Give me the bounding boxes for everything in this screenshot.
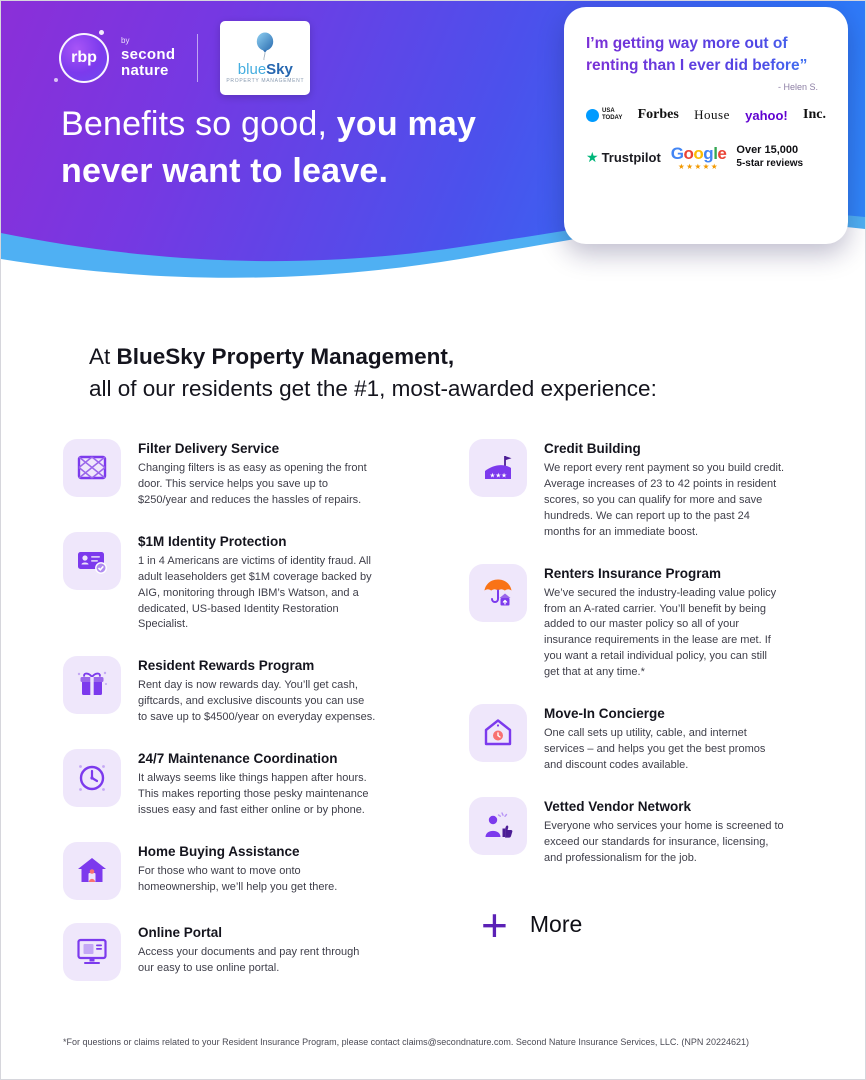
press-logos-row: USA TODAY Forbes House yahoo! Inc. [586, 107, 826, 123]
usa-today-logo: USA TODAY [586, 108, 622, 122]
heading-line2: all of our residents get the #1, most-aw… [89, 375, 657, 401]
by-label: by [121, 35, 130, 45]
forbes-logo: Forbes [637, 107, 679, 123]
benefit-title: Filter Delivery Service [138, 440, 280, 456]
benefit-description: Access your documents and pay rent throu… [138, 946, 360, 974]
monitor-icon [63, 923, 121, 981]
logo-row: rbp by second nature [54, 21, 311, 95]
bluesky-logo: blueSky PROPERTY MANAGEMENT [220, 21, 311, 95]
bluesky-wordmark: blueSky [237, 61, 293, 78]
reviews-row: ★ Trustpilot Google ★★★★★ Over 15,000 5-… [586, 144, 826, 170]
benefits-column-right: ★★★ Credit Building We report every rent… [469, 438, 785, 1004]
benefit-description: One call sets up utility, cable, and int… [544, 727, 766, 772]
testimonial-attribution: - Helen S. [777, 82, 818, 93]
benefit-title: $1M Identity Protection [138, 533, 287, 549]
yahoo-logo: yahoo! [745, 107, 788, 123]
house-person-icon [63, 842, 121, 900]
hero-header: rbp by second nature [1, 1, 865, 302]
headline-bold: you may never want to leave. [61, 105, 477, 190]
rbp-logo: rbp [54, 30, 109, 83]
benefit-description: For those who want to move onto homeowne… [138, 865, 338, 893]
benefit-vetted-vendor: Vetted Vendor Network Everyone who servi… [469, 797, 785, 867]
benefit-title: Credit Building [544, 440, 641, 456]
credit-podium-icon: ★★★ [469, 438, 527, 497]
second-nature-line1: second [121, 46, 176, 64]
benefit-renters-insurance: Renters Insurance Program We’ve secured … [469, 563, 785, 682]
benefit-description: 1 in 4 Americans are victims of identity… [138, 554, 372, 631]
benefit-description: Changing filters is as easy as opening t… [138, 461, 367, 506]
headline-regular: Benefits so good, [61, 105, 337, 143]
decorative-dot-icon [99, 30, 104, 35]
footer-disclaimer: *For questions or claims related to your… [63, 1037, 749, 1047]
google-logo: Google [670, 143, 727, 163]
rbp-logo-text: rbp [71, 49, 97, 66]
benefit-title: Resident Rewards Program [138, 658, 315, 674]
benefit-title: 24/7 Maintenance Coordination [138, 751, 338, 767]
id-card-icon [63, 531, 121, 590]
gift-icon [63, 656, 121, 715]
inc-logo: Inc. [803, 107, 826, 123]
benefit-description: Everyone who services your home is scree… [544, 820, 784, 864]
benefit-resident-rewards: Resident Rewards Program Rent day is now… [63, 656, 376, 726]
benefit-maintenance: 24/7 Maintenance Coordination It always … [63, 749, 376, 819]
usa-today-line1: USA [602, 108, 615, 115]
section-heading: At BlueSky Property Management, all of ou… [89, 341, 803, 405]
house-logo: House [694, 107, 730, 123]
reviews-count-line1: Over 15,000 [736, 144, 799, 157]
reviews-count-line2: 5-star reviews [736, 158, 804, 170]
benefit-home-buying: Home Buying Assistance For those who wan… [63, 842, 376, 900]
more-item: + More [481, 902, 785, 948]
benefit-title: Online Portal [138, 925, 223, 940]
usa-today-dot-icon [586, 108, 599, 122]
second-nature-line2: nature [121, 62, 169, 80]
benefit-online-portal: Online Portal Access your documents and … [63, 923, 376, 981]
benefit-title: Renters Insurance Program [544, 565, 722, 581]
benefit-title: Vetted Vendor Network [544, 799, 692, 814]
benefit-title: Home Buying Assistance [138, 844, 300, 859]
more-label: More [529, 911, 583, 938]
trustpilot-logo: ★ Trustpilot [586, 149, 661, 166]
plus-icon: + [481, 898, 508, 951]
main-content: At BlueSky Property Management, all of ou… [1, 301, 865, 1004]
testimonial-card: I’m getting way more out of renting than… [564, 7, 848, 244]
heading-line1-bold: BlueSky Property Management, [116, 344, 455, 369]
testimonial-quote: I’m getting way more out of renting than… [586, 33, 826, 76]
benefit-identity-protection: $1M Identity Protection 1 in 4 Americans… [63, 531, 376, 634]
decorative-dot-icon [54, 78, 58, 82]
usa-today-line2: TODAY [602, 115, 623, 122]
trustpilot-star-icon: ★ [586, 149, 599, 165]
benefit-description: Rent day is now rewards day. You’ll get … [138, 679, 376, 724]
benefit-description: It always seems like things happen after… [138, 772, 369, 817]
benefit-filter-delivery: Filter Delivery Service Changing filters… [63, 438, 376, 509]
second-nature-logo: by second nature [121, 35, 176, 80]
benefit-description: We report every rent payment so you buil… [544, 461, 785, 538]
benefit-title: Move-In Concierge [544, 706, 665, 722]
logo-divider [197, 34, 199, 82]
thumbs-up-icon [469, 797, 527, 855]
google-logo-block: Google ★★★★★ [671, 145, 727, 171]
clock-icon [63, 749, 121, 808]
reviews-count: Over 15,000 5-star reviews [736, 144, 803, 170]
house-clock-icon [469, 704, 527, 763]
benefit-credit-building: ★★★ Credit Building We report every rent… [469, 438, 785, 541]
svg-text:★★★: ★★★ [490, 471, 508, 479]
trustpilot-wordmark: Trustpilot [601, 150, 661, 165]
bluesky-subtitle: PROPERTY MANAGEMENT [226, 78, 305, 84]
umbrella-icon [469, 563, 527, 622]
balloon-icon [257, 32, 274, 60]
benefit-description: We’ve secured the industry-leading value… [544, 586, 777, 679]
benefits-grid: Filter Delivery Service Changing filters… [63, 438, 803, 1004]
headline: Benefits so good, you may never want to … [61, 101, 547, 194]
benefits-column-left: Filter Delivery Service Changing filters… [63, 438, 376, 1004]
google-stars-icon: ★★★★★ [678, 161, 720, 171]
heading-line1-regular: At [89, 344, 117, 369]
filter-icon [63, 438, 121, 497]
benefit-move-in-concierge: Move-In Concierge One call sets up utili… [469, 704, 785, 774]
